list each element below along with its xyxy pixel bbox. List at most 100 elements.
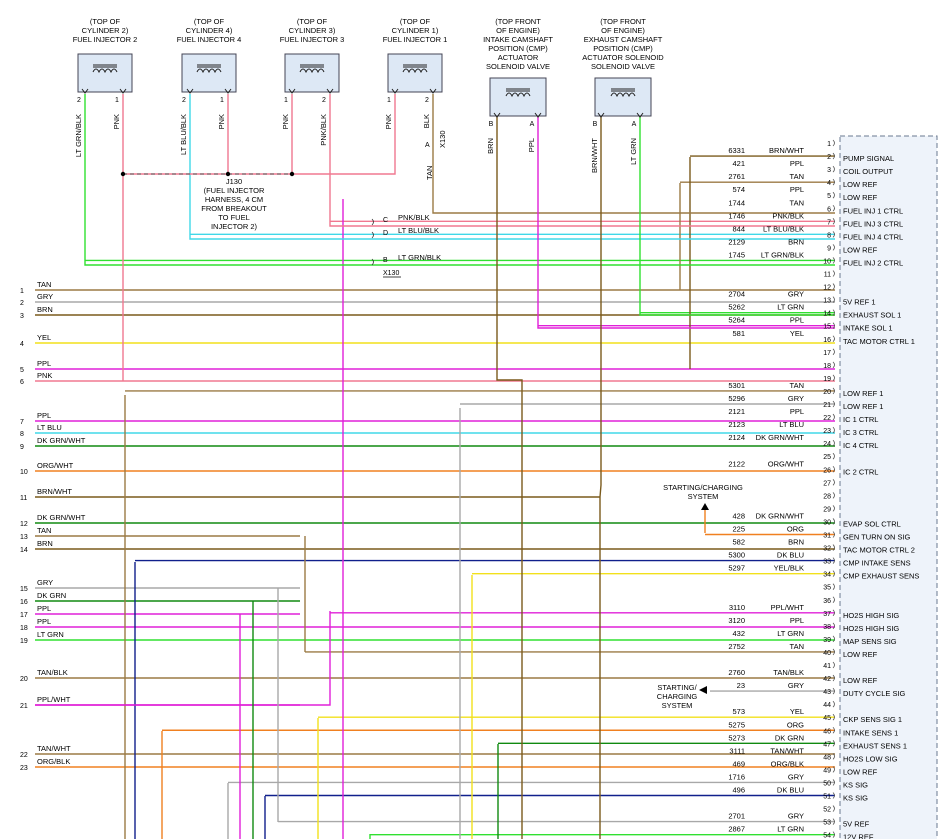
- circuit-color: BRN: [788, 237, 804, 246]
- ecm-pin-terminal: [832, 139, 835, 147]
- ecm-pin-function: LOW REF: [843, 676, 878, 685]
- connector-terminal: [371, 258, 374, 266]
- circuit-number: 2761: [728, 172, 745, 181]
- harness-wire-color: LT BLU: [37, 423, 62, 432]
- circuit-color: PNK/BLK: [772, 211, 804, 220]
- circuit-color: GRY: [788, 681, 804, 690]
- circuit-number: 5296: [728, 394, 745, 403]
- component-caption: CYLINDER 1): [392, 26, 439, 35]
- ecm-pin-terminal: [832, 283, 835, 290]
- ecm-pin-terminal: [832, 700, 835, 708]
- ecm-pin-number: 45: [823, 715, 831, 722]
- circuit-color: TAN: [790, 642, 804, 651]
- connector-pin: A: [425, 142, 430, 149]
- ecm-pin-terminal: [832, 726, 835, 734]
- ecm-pin-number: 22: [823, 415, 831, 422]
- harness-wire-number: 16: [20, 599, 28, 606]
- component-caption: ACTUATOR SOLENOID: [582, 53, 664, 62]
- ecm-pin-number: 43: [823, 689, 831, 696]
- ecm-pin-function: LOW REF: [843, 245, 878, 254]
- wire: [329, 94, 835, 227]
- circuit-number: 2124: [728, 433, 745, 442]
- circuit-color: DK BLU: [777, 786, 804, 795]
- component-pin: B: [489, 121, 494, 128]
- ecm-pin-terminal: [832, 322, 835, 329]
- ecm-pin-number: 30: [823, 519, 831, 526]
- harness-wire-color: TAN: [37, 280, 51, 289]
- circuit-number: 2704: [728, 290, 745, 299]
- pin-terminal: [493, 112, 501, 118]
- circuit-number: 581: [732, 329, 745, 338]
- ecm-pin-number: 31: [823, 533, 831, 540]
- harness-wire-number: 9: [20, 444, 24, 451]
- circuit-color: PPL: [790, 407, 804, 416]
- harness-wire-number: 19: [20, 638, 28, 645]
- circuit-color: BRN: [788, 538, 804, 547]
- harness-wire-number: 14: [20, 547, 28, 554]
- ecm-pin-number: 11: [824, 272, 831, 279]
- harness-wire-color: LT GRN: [37, 630, 64, 639]
- circuit-number: 2129: [728, 237, 745, 246]
- circuit-number: 2121: [728, 407, 745, 416]
- circuit-color: LT GRN: [777, 629, 804, 638]
- component-pin: A: [530, 121, 535, 128]
- ecm-pin-terminal: [832, 518, 835, 525]
- connector-wire: PNK/BLK: [398, 213, 430, 222]
- harness-wire-number: 5: [20, 367, 24, 374]
- wire: [639, 116, 835, 316]
- harness-wire-number: 17: [20, 612, 28, 619]
- ecm-pin-number: 20: [823, 389, 831, 396]
- wire: [35, 611, 331, 706]
- ecm-pin-function: FUEL INJ 1 CTRL: [843, 206, 903, 215]
- ecm-pin-number: 19: [823, 376, 831, 383]
- ecm-pin-number: 38: [823, 624, 831, 631]
- harness-wire-color: ORG/WHT: [37, 461, 74, 470]
- pin-terminal: [391, 88, 399, 94]
- component-pin: 1: [284, 97, 288, 104]
- ecm-pin-terminal: [832, 335, 835, 343]
- ecm-pin-number: 17: [823, 350, 831, 357]
- harness-wire-number: 13: [20, 534, 28, 541]
- circuit-number: 469: [732, 759, 745, 768]
- ecm-pin-number: 25: [823, 454, 831, 461]
- pin-terminal: [119, 88, 127, 94]
- ecm-pin-terminal: [832, 309, 835, 316]
- component-wire-color: PPL: [527, 138, 536, 152]
- wire: [432, 94, 835, 214]
- circuit-color: LT GRN/BLK: [761, 250, 804, 259]
- circuit-number: 573: [732, 707, 745, 716]
- wire: [84, 94, 835, 266]
- ecm-pin-number: 54: [823, 833, 831, 839]
- harness-wire-number: 23: [20, 765, 28, 772]
- circuit-color: LT GRN: [777, 825, 804, 834]
- ecm-pin-terminal: [832, 583, 835, 590]
- ecm-pin-number: 49: [823, 767, 831, 774]
- harness-wire-number: 22: [20, 752, 28, 759]
- component-body: [284, 53, 340, 93]
- component-wire-color: LT BLU/BLK: [179, 114, 188, 155]
- harness-wire-color: PPL: [37, 411, 51, 420]
- ecm-pin-terminal: [832, 296, 835, 303]
- harness-wire-color: PNK: [37, 371, 52, 380]
- ecm-pin-terminal: [832, 218, 835, 225]
- harness-wire-number: 6: [20, 379, 24, 386]
- component-caption: CYLINDER 3): [289, 26, 336, 35]
- splice-description: FROM BREAKOUT: [201, 204, 267, 213]
- ecm-pin-function: LOW REF: [843, 193, 878, 202]
- ecm-pin-terminal: [832, 361, 835, 369]
- component-caption: POSITION (CMP): [488, 44, 548, 53]
- ecm-pin-number: 47: [823, 741, 831, 748]
- circuit-number: 2752: [728, 642, 745, 651]
- circuit-number: 3120: [728, 616, 745, 625]
- ecm-pin-number: 34: [823, 572, 831, 579]
- ecm-pin-function: TAC MOTOR CTRL 1: [843, 337, 915, 346]
- ecm-pin-number: 2: [827, 154, 831, 161]
- ecm-pin-function: HO2S HIGH SIG: [843, 611, 899, 620]
- ecm-pin-terminal: [832, 674, 835, 682]
- ecm-pin-function: FUEL INJ 4 CTRL: [843, 232, 903, 241]
- ecm-pin-number: 5: [827, 193, 831, 200]
- circuit-number: 1744: [728, 198, 745, 207]
- ecm-pin-function: KS SIG: [843, 780, 868, 789]
- circuit-color: PPL: [790, 616, 804, 625]
- ecm-pin-terminal: [832, 244, 835, 251]
